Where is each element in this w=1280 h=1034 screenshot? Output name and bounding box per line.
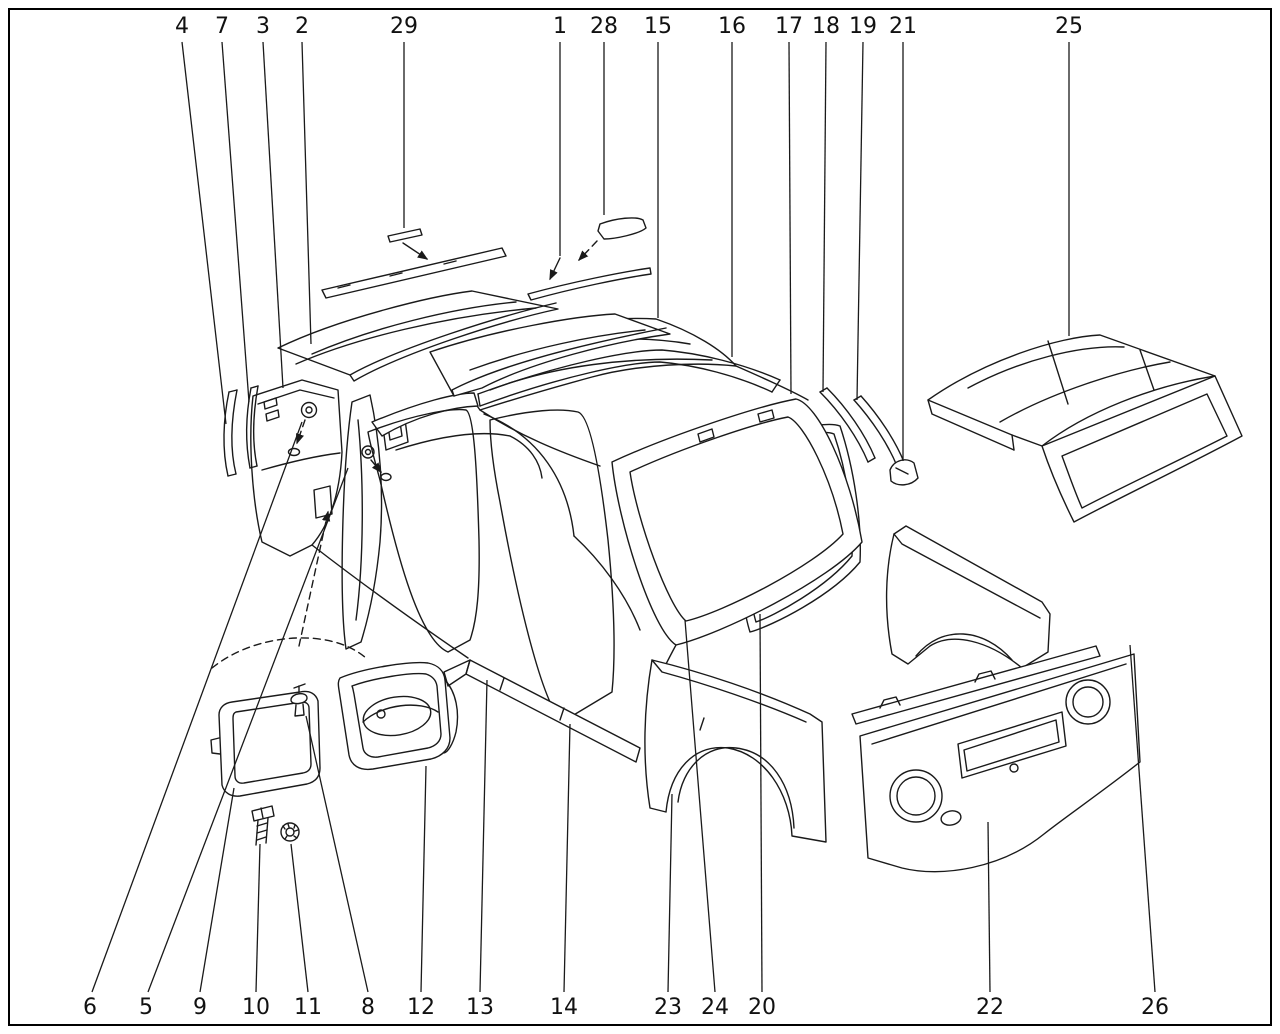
part-roof-panel-rear	[429, 313, 671, 397]
part-pillar-trims	[223, 385, 259, 477]
callout-number-8: 8	[361, 995, 375, 1020]
callout-number-18: 18	[812, 14, 840, 39]
leader-line-7	[221, 41, 250, 403]
callout-number-23: 23	[654, 995, 682, 1020]
part-fuel-filler-housing	[337, 661, 459, 771]
part-drip-molding	[527, 267, 652, 301]
callout-number-28: 28	[590, 14, 618, 39]
callout-number-15: 15	[644, 14, 672, 39]
callout-number-4: 4	[175, 14, 189, 39]
callout-number-11: 11	[294, 995, 322, 1020]
leader-line-23	[667, 793, 673, 993]
leader-line-5	[147, 467, 349, 993]
leader-line-24	[684, 619, 716, 993]
callout-number-7: 7	[215, 14, 229, 39]
leader-line-18	[822, 41, 827, 393]
callout-number-21: 21	[889, 14, 917, 39]
leader-line-14	[563, 723, 571, 993]
indicator-arrows	[402, 242, 561, 281]
leader-line-11	[290, 843, 309, 993]
part-roof-panel-front	[277, 290, 559, 382]
callout-number-13: 13	[466, 995, 494, 1020]
part-body-shell	[250, 317, 863, 843]
callout-number-20: 20	[748, 995, 776, 1020]
callout-number-29: 29	[390, 14, 418, 39]
callout-number-22: 22	[976, 995, 1004, 1020]
callout-number-6: 6	[83, 995, 97, 1020]
callout-number-9: 9	[193, 995, 207, 1020]
part-roof-rail	[321, 247, 507, 299]
leader-line-2	[301, 41, 312, 345]
part-roof-cap	[927, 334, 1243, 523]
leader-lines	[91, 41, 1156, 993]
part-washer	[280, 822, 300, 842]
callout-number-2: 2	[295, 14, 309, 39]
leader-line-8	[305, 715, 369, 993]
callout-number-3: 3	[256, 14, 270, 39]
callout-number-25: 25	[1055, 14, 1083, 39]
callout-number-10: 10	[242, 995, 270, 1020]
leader-line-26	[1129, 644, 1156, 993]
part-fuel-door-bulb	[290, 683, 308, 717]
part-rear-lower-panel	[851, 645, 1141, 873]
leader-line-9	[199, 787, 235, 993]
leader-line-12	[420, 765, 427, 993]
leader-line-3	[262, 41, 284, 389]
leader-line-22	[987, 821, 991, 993]
leader-line-10	[255, 843, 261, 993]
leader-line-19	[856, 41, 864, 401]
leader-line-17	[788, 41, 792, 395]
callout-number-14: 14	[550, 995, 578, 1020]
callout-number-26: 26	[1141, 995, 1169, 1020]
part-rail-clip	[387, 228, 423, 243]
callout-number-16: 16	[718, 14, 746, 39]
callout-number-24: 24	[701, 995, 729, 1020]
part-fuel-filler-door	[210, 690, 321, 797]
callout-number-17: 17	[775, 14, 803, 39]
leader-line-4	[181, 41, 227, 425]
callout-number-5: 5	[139, 995, 153, 1020]
callout-number-12: 12	[407, 995, 435, 1020]
part-screw	[251, 805, 275, 846]
leader-line-6	[91, 421, 303, 993]
leader-line-20	[759, 613, 763, 993]
part-seal-strips	[819, 387, 919, 486]
leader-line-13	[479, 679, 488, 993]
part-roof-plate	[597, 217, 647, 240]
callout-number-1: 1	[553, 14, 567, 39]
callout-number-19: 19	[849, 14, 877, 39]
